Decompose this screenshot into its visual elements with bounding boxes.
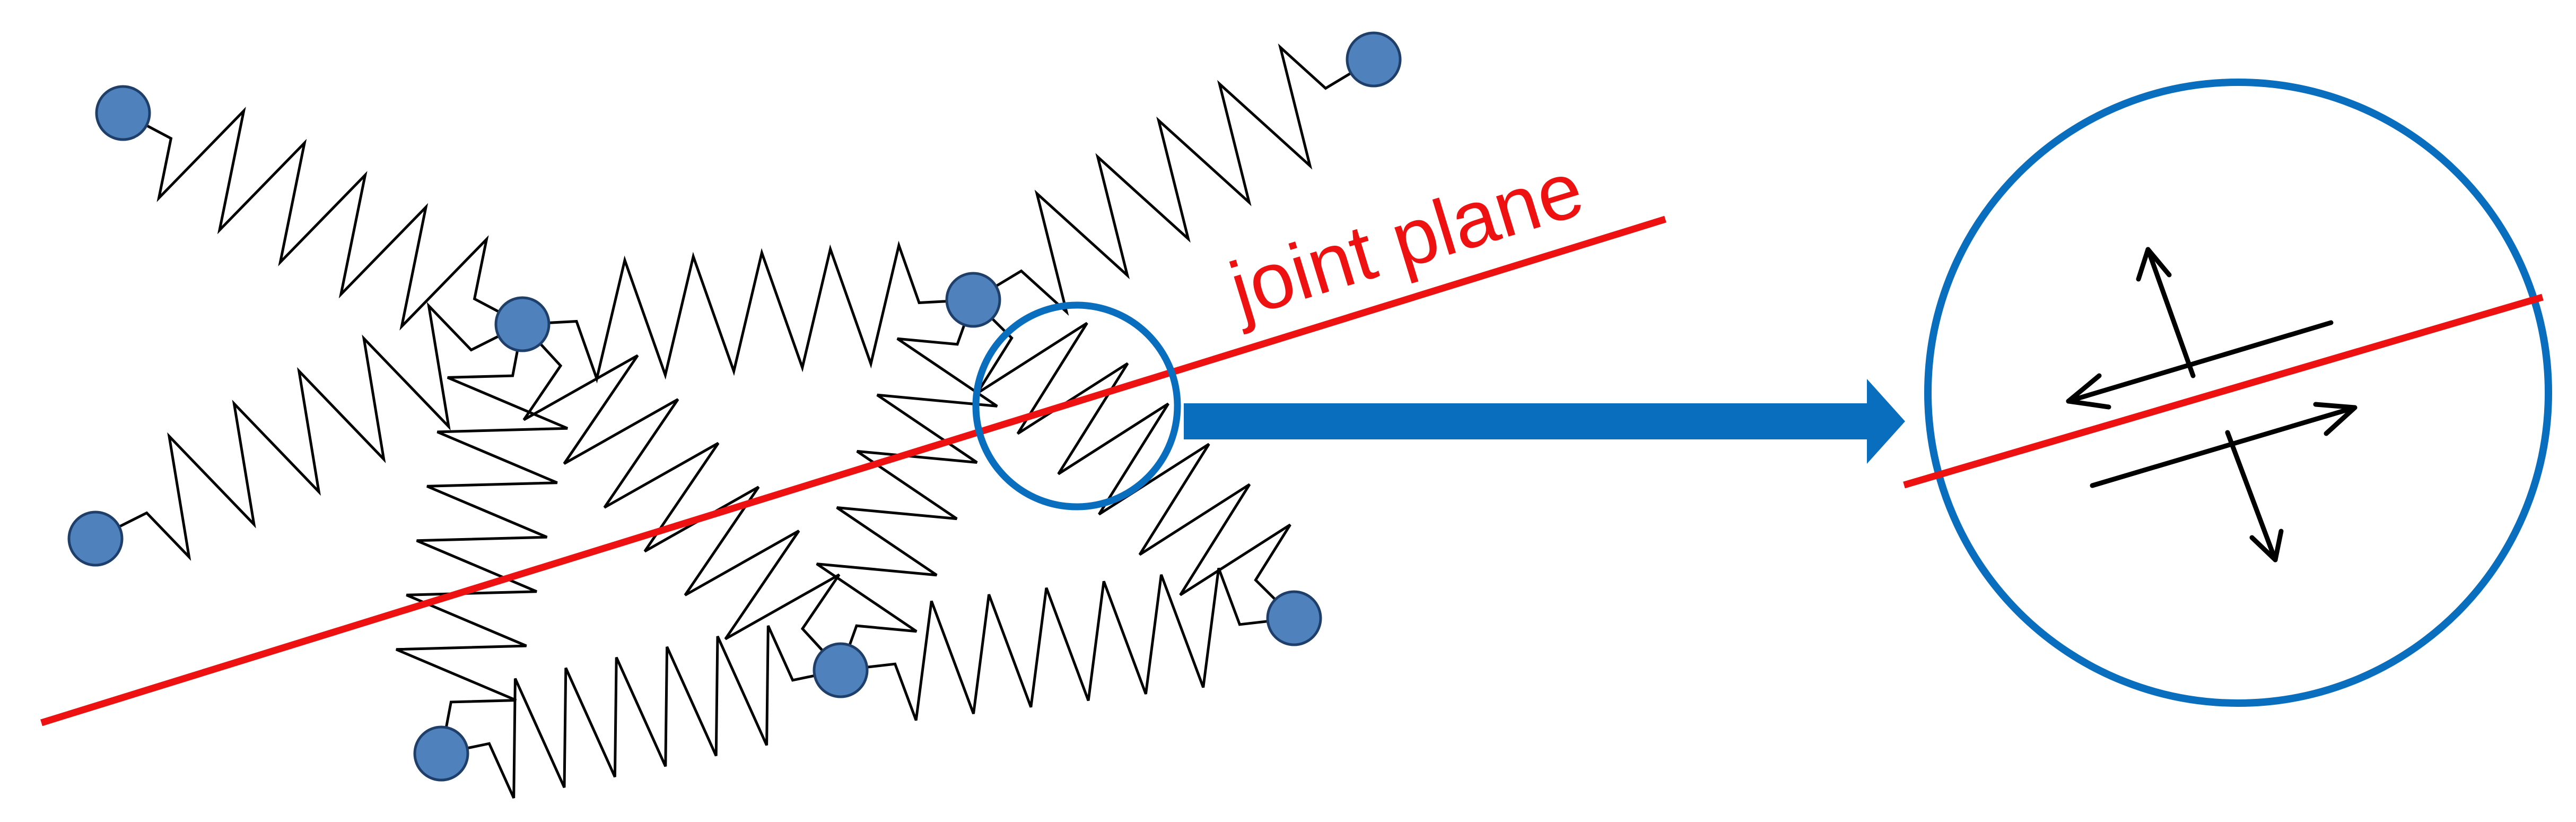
particle-icon xyxy=(945,272,1001,328)
particle-icon xyxy=(494,296,551,352)
arrowhead-down-icon xyxy=(2249,529,2284,563)
shear-bar-upper xyxy=(2066,320,2334,404)
spring-icon xyxy=(816,298,998,672)
particle-icon xyxy=(813,642,869,698)
arrowhead-right-icon xyxy=(2313,402,2357,436)
spring-icon xyxy=(440,625,842,799)
spring-icon xyxy=(396,323,568,755)
spring-icon xyxy=(121,107,524,331)
arrowhead-up-icon xyxy=(2136,247,2172,282)
particle-icon xyxy=(67,510,124,567)
spring-icon xyxy=(521,240,975,384)
spring-icon xyxy=(972,298,1296,620)
particles xyxy=(67,31,1402,782)
shear-bar-lower xyxy=(2090,405,2357,488)
magnifier-circle xyxy=(972,301,1181,510)
particle-icon xyxy=(1346,31,1402,88)
joint-plane-line xyxy=(40,215,1666,726)
force-vectors xyxy=(2066,247,2357,563)
spring-icon xyxy=(521,323,842,672)
block-arrow-right-icon xyxy=(1184,379,1905,464)
normal-vector-up xyxy=(2145,247,2196,378)
arrowhead-left-icon xyxy=(2066,373,2111,410)
zoomed-detail-circle xyxy=(1924,79,2552,707)
spring-icon xyxy=(972,43,1375,316)
spring-network xyxy=(94,43,1375,799)
particle-icon xyxy=(413,725,469,782)
joint-plane-label: joint plane xyxy=(1218,143,1593,335)
particle-icon xyxy=(1266,590,1322,646)
spring-icon xyxy=(839,567,1296,721)
particle-icon xyxy=(95,85,151,141)
normal-vector-down xyxy=(2225,430,2278,563)
spring-icon xyxy=(94,301,524,561)
zoomed-joint-plane-line xyxy=(1903,293,2544,489)
